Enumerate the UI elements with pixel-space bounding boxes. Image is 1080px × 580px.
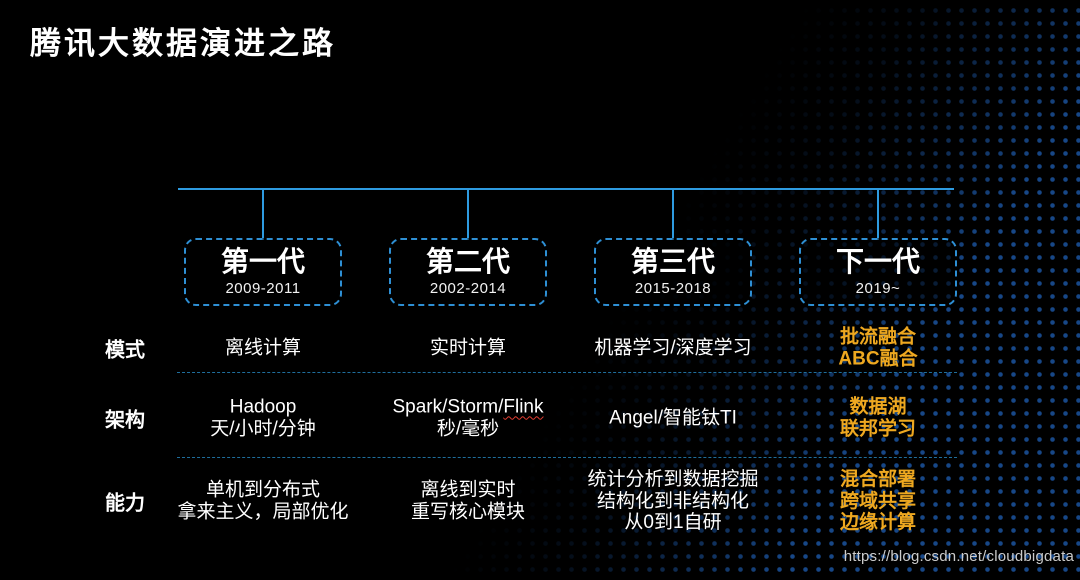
matrix-cell: 数据湖联邦学习 — [840, 397, 916, 440]
row-label: 架构 — [105, 409, 145, 432]
cell-line: 数据湖 — [849, 396, 907, 418]
cell-line: 离线到实时 — [420, 479, 516, 501]
cell-line: 联邦学习 — [839, 418, 917, 439]
matrix-cell: 实时计算 — [430, 337, 506, 359]
slide-title: 腾讯大数据演进之路 — [30, 26, 336, 61]
cell-line: 统计分析到数据挖掘 — [587, 468, 759, 490]
row-label: 能力 — [105, 492, 145, 515]
matrix-cell: 单机到分布式拿来主义，局部优化 — [177, 480, 348, 523]
generation-name: 下一代 — [835, 246, 920, 278]
cell-line: 单机到分布式 — [205, 479, 321, 501]
cell-line: 从0到1自研 — [624, 511, 722, 533]
matrix-cell: 统计分析到数据挖掘结构化到非结构化从0到1自研 — [587, 469, 758, 534]
row-separator — [177, 457, 957, 458]
timeline-connector — [467, 188, 469, 240]
spellcheck-underlined-word: Flink — [503, 396, 544, 418]
generation-name: 第一代 — [220, 246, 305, 278]
generation-years: 2019~ — [855, 279, 901, 297]
watermark-url: https://blog.csdn.net/cloudbigdata — [843, 548, 1074, 565]
matrix-cell: 离线到实时重写核心模块 — [411, 480, 525, 523]
matrix-cell: 混合部署跨域共享边缘计算 — [840, 469, 916, 534]
cell-line: 跨域共享 — [839, 490, 917, 512]
matrix-cell: Angel/智能钛TI — [609, 407, 737, 429]
cell-line: 天/小时/分钟 — [210, 418, 316, 439]
timeline-bar — [178, 188, 954, 190]
generation-years: 2002-2014 — [429, 279, 507, 297]
cell-line: Hadoop — [229, 396, 297, 418]
cell-line: 批流融合 — [839, 326, 917, 348]
cell-line: 结构化到非结构化 — [596, 490, 750, 512]
cell-line: 机器学习/深度学习 — [594, 337, 752, 359]
matrix-cell: 离线计算 — [225, 337, 301, 359]
cell-line: 边缘计算 — [839, 511, 917, 533]
matrix-cell: 机器学习/深度学习 — [594, 337, 751, 359]
timeline-connector — [877, 188, 879, 240]
timeline-connector — [262, 188, 264, 240]
generation-name: 第二代 — [425, 246, 510, 278]
timeline-connector — [672, 188, 674, 240]
cell-line: 重写核心模块 — [410, 501, 526, 522]
row-separator — [177, 372, 957, 373]
cell-line: 秒/毫秒 — [436, 418, 500, 439]
cell-line: Angel/智能钛TI — [609, 407, 737, 429]
generation-name: 第三代 — [630, 246, 715, 278]
cell-line-text: Spark/Storm/ — [392, 396, 504, 418]
row-label: 模式 — [105, 339, 145, 362]
cell-line: 拿来主义，局部优化 — [177, 501, 349, 522]
generation-years: 2009-2011 — [225, 279, 301, 297]
cell-line: 离线计算 — [224, 337, 302, 359]
cell-line: Spark/Storm/Flink — [393, 397, 544, 419]
cell-line: ABC融合 — [838, 348, 918, 369]
cell-line: 混合部署 — [839, 468, 917, 490]
generation-years: 2015-2018 — [634, 279, 712, 297]
cell-line: 实时计算 — [429, 337, 507, 359]
